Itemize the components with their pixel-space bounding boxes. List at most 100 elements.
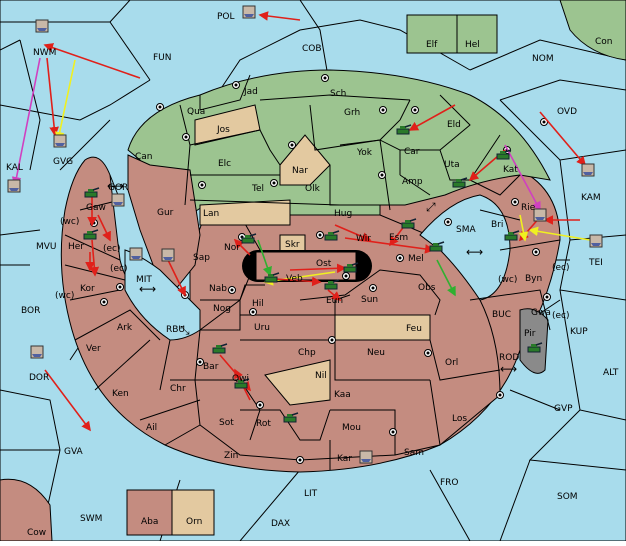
label-mit: MIT — [136, 275, 152, 285]
units — [7, 5, 603, 464]
label-dor: DOR — [29, 373, 49, 383]
move-order-arrow — [44, 369, 91, 432]
label-sap: Sap — [193, 253, 210, 263]
supply-center-dot — [380, 173, 384, 177]
supply-center-dot — [446, 220, 450, 224]
hold-order-arrow — [257, 239, 272, 277]
label-esm: Esm — [389, 233, 408, 243]
fleet-unit-pol-icon[interactable] — [242, 5, 256, 19]
label-nar: Nar — [292, 166, 308, 176]
move-order-arrow — [327, 289, 342, 302]
supply-center-dot — [391, 430, 395, 434]
label-rbu: RBU — [166, 325, 185, 335]
move-order-arrow — [344, 237, 435, 254]
label-som: SOM — [557, 492, 578, 502]
south-lands — [0, 478, 215, 542]
fleet-unit-kal-icon[interactable] — [7, 179, 21, 193]
label-neu: Neu — [367, 348, 385, 358]
supply-center-dot — [92, 221, 96, 225]
label-bri: Bri — [491, 220, 503, 230]
army-unit-mel-icon[interactable] — [429, 241, 445, 252]
label-skr: Skr — [285, 240, 300, 250]
support-order-arrow — [518, 214, 529, 242]
svg-text:⟷: ⟷ — [500, 362, 517, 376]
army-unit-kat-icon[interactable] — [496, 149, 512, 160]
label-nor: Nor — [224, 243, 240, 253]
army-unit-eun-icon[interactable] — [324, 279, 340, 290]
army-unit-esm-icon[interactable] — [401, 218, 417, 229]
label-nwm: NWM — [33, 48, 56, 58]
region-orn — [171, 489, 215, 536]
army-unit-her-icon[interactable] — [83, 229, 99, 240]
label-sam: Sam — [404, 448, 424, 458]
fleet-unit-gor-icon[interactable] — [111, 193, 125, 207]
label-orn: Orn — [186, 517, 202, 527]
region-nil — [264, 359, 331, 406]
army-unit-uta-icon[interactable] — [452, 177, 468, 188]
fleet-unit-tei-icon[interactable] — [589, 234, 603, 248]
label-kat: Kat — [503, 165, 518, 175]
label-kup: KUP — [570, 327, 588, 337]
label-kam: KAM — [581, 193, 601, 203]
army-unit-nor-icon[interactable] — [241, 233, 257, 244]
support-order-arrow — [54, 59, 76, 142]
supply-center-dot — [498, 393, 502, 397]
army-unit-bar-icon[interactable] — [212, 343, 228, 354]
army-unit-veb-icon[interactable] — [264, 272, 280, 283]
label-ken: Ken — [112, 389, 129, 399]
supply-center-dot — [413, 108, 417, 112]
fleet-unit-kam-icon[interactable] — [581, 163, 595, 177]
supply-center-dot — [118, 285, 122, 289]
label-rie: Rie — [521, 203, 536, 213]
supply-center-dot — [371, 286, 375, 290]
fleet-unit-kar-icon[interactable] — [359, 450, 373, 464]
supply-center-dot — [251, 310, 255, 314]
move-order-arrow — [274, 276, 322, 287]
army-unit-sot-icon[interactable] — [234, 378, 250, 389]
label-los: Los — [452, 414, 467, 424]
army-unit-bri-icon[interactable] — [504, 230, 520, 241]
fleet-unit-rie-icon[interactable] — [533, 208, 547, 222]
label-amp: Amp — [402, 177, 423, 187]
move-order-arrow — [539, 111, 587, 167]
convoy-order-arrow — [504, 144, 541, 212]
label-alt: ALT — [603, 368, 619, 378]
supply-center-dot — [318, 233, 322, 237]
label-her: Her — [68, 242, 84, 252]
army-unit-wir-icon[interactable] — [324, 230, 340, 241]
label-cob: COB — [302, 44, 322, 54]
label-wc1: (wc) — [60, 217, 79, 227]
supply-center-dot — [542, 120, 546, 124]
fleet-unit-nwm-icon[interactable] — [35, 19, 49, 33]
label-elc: Elc — [218, 159, 231, 169]
label-elf: Elf — [426, 40, 438, 50]
army-unit-rot-icon[interactable] — [283, 412, 299, 423]
label-mou: Mou — [342, 423, 361, 433]
label-wir: Wir — [356, 234, 371, 244]
label-jos: Jos — [216, 125, 230, 135]
fleet-unit-sap-icon[interactable] — [161, 248, 175, 262]
fleet-unit-mit-icon[interactable] — [129, 247, 143, 261]
label-ec2: (ec) — [110, 264, 128, 274]
army-unit-ost-icon[interactable] — [343, 262, 359, 273]
supply-center-dot — [272, 181, 276, 185]
label-gvg: GVG — [53, 157, 73, 167]
svg-text:⤡: ⤡ — [180, 323, 190, 337]
supply-center-dot — [344, 274, 348, 278]
label-lit: LIT — [304, 489, 318, 499]
fleet-unit-dor-icon[interactable] — [30, 345, 44, 359]
army-unit-gaw-icon[interactable] — [84, 187, 100, 198]
fleet-unit-gvg-icon[interactable] — [53, 134, 67, 148]
label-gva: GVA — [64, 447, 84, 457]
label-orl: Orl — [445, 358, 458, 368]
label-tel: Tel — [251, 184, 264, 194]
label-hil: Hil — [252, 299, 264, 309]
move-order-arrow — [233, 238, 251, 256]
army-unit-pir-icon[interactable] — [527, 342, 543, 353]
army-unit-car-icon[interactable] — [396, 124, 412, 135]
label-aba: Aba — [141, 517, 158, 527]
orders — [11, 11, 591, 432]
